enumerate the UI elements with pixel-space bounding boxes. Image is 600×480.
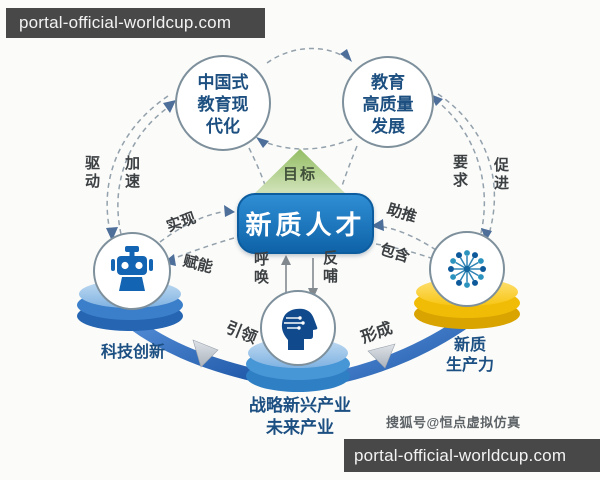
goal-label: 目标 — [283, 166, 318, 183]
lead-arrowhead — [192, 339, 219, 368]
edge-promote: 促进 — [492, 157, 509, 193]
edge-summon: 呼唤 — [252, 251, 269, 287]
dashed-cycle-arcs — [106, 47, 496, 263]
node-high-quality-education: 教育 高质量 发展 — [362, 73, 414, 137]
goal-arrow-up — [254, 149, 346, 203]
edge-accelerate: 加速 — [123, 155, 140, 191]
node-chinese-education-modernization: 中国式 教育现 代化 — [197, 73, 249, 137]
top-right-circle — [342, 56, 434, 148]
network-burst-icon — [448, 250, 486, 288]
bottom-watermark-banner: portal-official-worldcup.com — [344, 439, 600, 472]
ai-head-icon — [281, 308, 318, 350]
robot-icon — [111, 246, 153, 291]
form-arrowhead — [367, 343, 396, 369]
node-new-quality-talent: 新质人才 — [237, 193, 374, 254]
edge-demand: 要求 — [451, 154, 468, 190]
label-new-quality-productivity: 新质 生产力 — [445, 337, 494, 374]
label-strategic-industries: 战略新兴产业 未来产业 — [249, 396, 351, 438]
top-left-circle — [175, 55, 271, 151]
sohu-credit-watermark: 搜狐号@恒点虚拟仿真 — [386, 415, 521, 430]
edge-feedback: 反哺 — [321, 250, 338, 286]
edge-drive: 驱动 — [83, 155, 100, 191]
top-watermark-banner: portal-official-worldcup.com — [6, 8, 265, 38]
label-tech-innovation: 科技创新 — [100, 344, 165, 361]
